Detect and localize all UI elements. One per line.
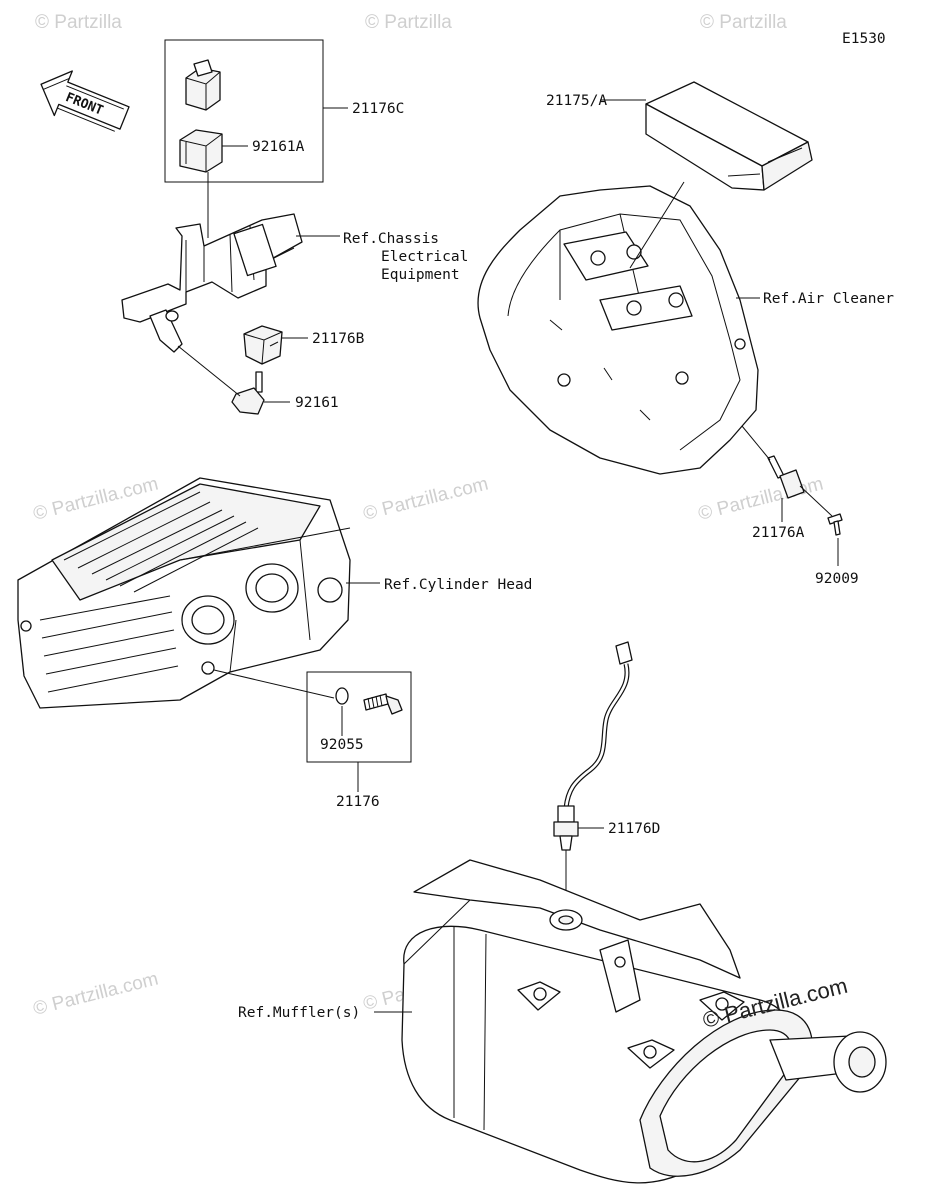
ref-label-muffler[interactable]: Ref.Muffler(s) <box>238 1005 360 1021</box>
ecu-unit-icon[interactable] <box>645 81 813 191</box>
sensor-21176A-icon[interactable] <box>767 455 805 499</box>
watermark: © Partzilla <box>365 12 452 33</box>
grommet-92161-icon[interactable] <box>231 371 265 415</box>
relay-assembly-21176C[interactable] <box>164 39 324 183</box>
ref-label-air-cleaner[interactable]: Ref.Air Cleaner <box>763 291 894 307</box>
relay-bracket-icon <box>179 129 223 173</box>
part-label-92161A[interactable]: 92161A <box>252 139 305 155</box>
watermark: © Partzilla.com <box>361 474 490 525</box>
part-label-21176B[interactable]: 21176B <box>312 331 365 347</box>
part-label-21175A[interactable]: 21175/A <box>546 93 607 109</box>
watermark: © Partzilla <box>35 12 122 33</box>
part-label-21176C[interactable]: 21176C <box>352 101 404 117</box>
watermark: © Partzilla <box>700 12 787 33</box>
muffler-icon <box>401 859 887 1184</box>
cylinder-head-icon <box>17 477 351 709</box>
sensor-21176B-icon[interactable] <box>243 325 283 365</box>
watermark: © Partzilla.com <box>31 969 160 1020</box>
leader-grommet-mount <box>177 345 241 397</box>
screw-92009-icon[interactable] <box>827 513 843 536</box>
air-cleaner-housing-icon <box>477 185 759 475</box>
part-label-92009[interactable]: 92009 <box>815 571 859 587</box>
leader-21176A-mount <box>741 425 771 461</box>
temp-sensor-icon <box>363 693 403 715</box>
leader-screw-mount <box>799 485 833 517</box>
part-label-21176D[interactable]: 21176D <box>608 821 660 837</box>
temp-sensor-21176-box[interactable] <box>306 671 412 763</box>
part-label-92055[interactable]: 92055 <box>320 737 364 753</box>
washer-icon <box>335 687 349 705</box>
part-label-21176A[interactable]: 21176A <box>752 525 805 541</box>
leader-ecu-mount <box>629 181 685 269</box>
relay-icon <box>185 59 221 111</box>
leader-temp-sensor-mount <box>213 669 335 699</box>
diagram-code: E1530 <box>842 31 886 47</box>
ref-label-cylinder-head[interactable]: Ref.Cylinder Head <box>384 577 532 593</box>
ref-label-chassis-line3: Equipment <box>381 267 460 283</box>
part-label-92161[interactable]: 92161 <box>295 395 339 411</box>
ref-label-chassis[interactable]: Ref.Chassis <box>343 231 439 247</box>
watermark: © Partzilla.com <box>696 474 825 525</box>
ref-label-chassis-line2: Electrical <box>381 249 468 265</box>
o2-sensor-21176D-icon[interactable] <box>553 641 633 851</box>
part-label-21176[interactable]: 21176 <box>336 794 380 810</box>
chassis-bracket-icon <box>121 213 303 353</box>
front-arrow-icon: FRONT <box>40 70 130 132</box>
